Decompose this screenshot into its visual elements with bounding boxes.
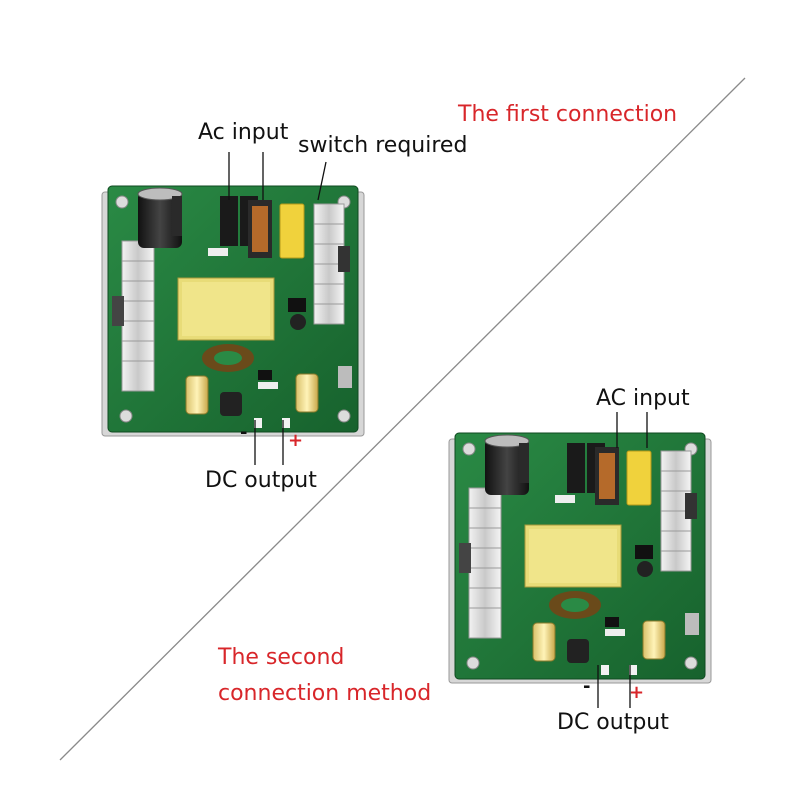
board1-switch-label: switch required <box>298 133 468 158</box>
board2-dc-output-label: DC output <box>557 710 669 735</box>
power-board-second <box>448 432 712 684</box>
power-board-first <box>101 185 365 437</box>
board1-ac-input-label: Ac input <box>198 120 289 145</box>
diagonal-divider <box>59 77 746 761</box>
board1-minus-sign: - <box>240 422 248 443</box>
caption-first-connection: The first connection <box>458 102 678 127</box>
board2-minus-sign: - <box>583 676 591 697</box>
caption-second-line2: connection method <box>218 681 432 706</box>
leaders-first <box>228 152 327 465</box>
board2-plus-sign: + <box>629 682 645 703</box>
leaders-second <box>597 412 648 708</box>
board2-ac-input-label: AC input <box>596 386 690 411</box>
caption-second-line1: The second <box>218 645 345 670</box>
board1-dc-output-label: DC output <box>205 468 317 493</box>
board1-plus-sign: + <box>288 430 304 451</box>
